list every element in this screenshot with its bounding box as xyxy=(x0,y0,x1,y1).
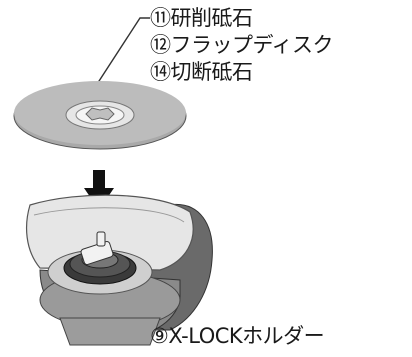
grinder xyxy=(25,194,213,346)
disc xyxy=(13,81,187,150)
leader-line-wheel xyxy=(87,17,150,99)
label-flap-disc: ⑫フラップディスク xyxy=(150,33,334,57)
label-xlock-holder: ⑨X-LOCKホルダー xyxy=(150,324,325,348)
label-grinding-wheel: ⑪研削砥石 xyxy=(150,6,253,30)
label-cutting-wheel: ⑭切断砥石 xyxy=(150,60,253,84)
